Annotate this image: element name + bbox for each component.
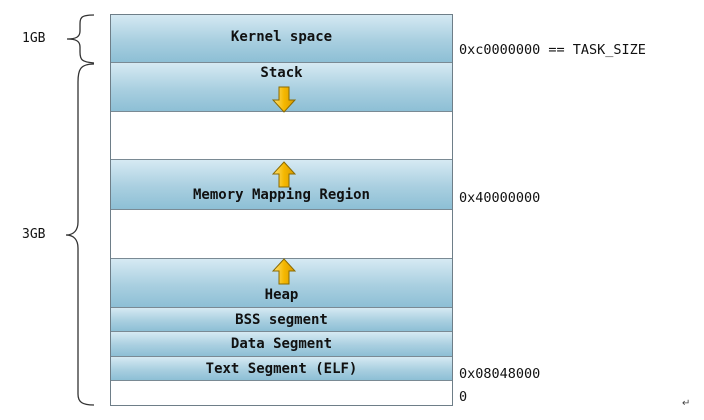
bss-label: BSS segment [235,311,328,328]
heap-label: Heap [264,287,299,303]
stack-label: Stack [260,65,303,81]
text-segment: Text Segment (ELF) [110,357,453,381]
mmap-base-address: 0x40000000 [459,190,541,206]
free-gap-upper [110,112,453,160]
return-mark: ↵ [682,398,691,409]
zero-address: 0 [459,389,468,405]
size-braces [65,14,95,406]
kernel-space-label: Kernel space [230,29,333,45]
kernel-size-label: 1GB [22,31,46,46]
arrow-up-icon [272,258,296,285]
task-size-address: 0xc0000000 == TASK_SIZE [459,42,646,58]
null-page-segment [110,381,453,406]
arrow-down-icon [272,86,296,113]
data-segment-label: Data Segment [230,336,333,352]
data-segment: Data Segment [110,332,453,357]
kernel-space-segment: Kernel space [110,14,453,63]
user-size-label: 3GB [22,227,46,242]
kernel-brace [66,14,95,64]
arrow-up-icon [272,161,296,188]
text-base-address: 0x08048000 [459,366,541,382]
memory-mapping-label: Memory Mapping Region [192,187,370,203]
bss-segment: BSS segment [110,308,453,332]
text-segment-label: Text Segment (ELF) [205,360,358,377]
user-brace [65,63,95,406]
free-gap-lower [110,210,453,259]
